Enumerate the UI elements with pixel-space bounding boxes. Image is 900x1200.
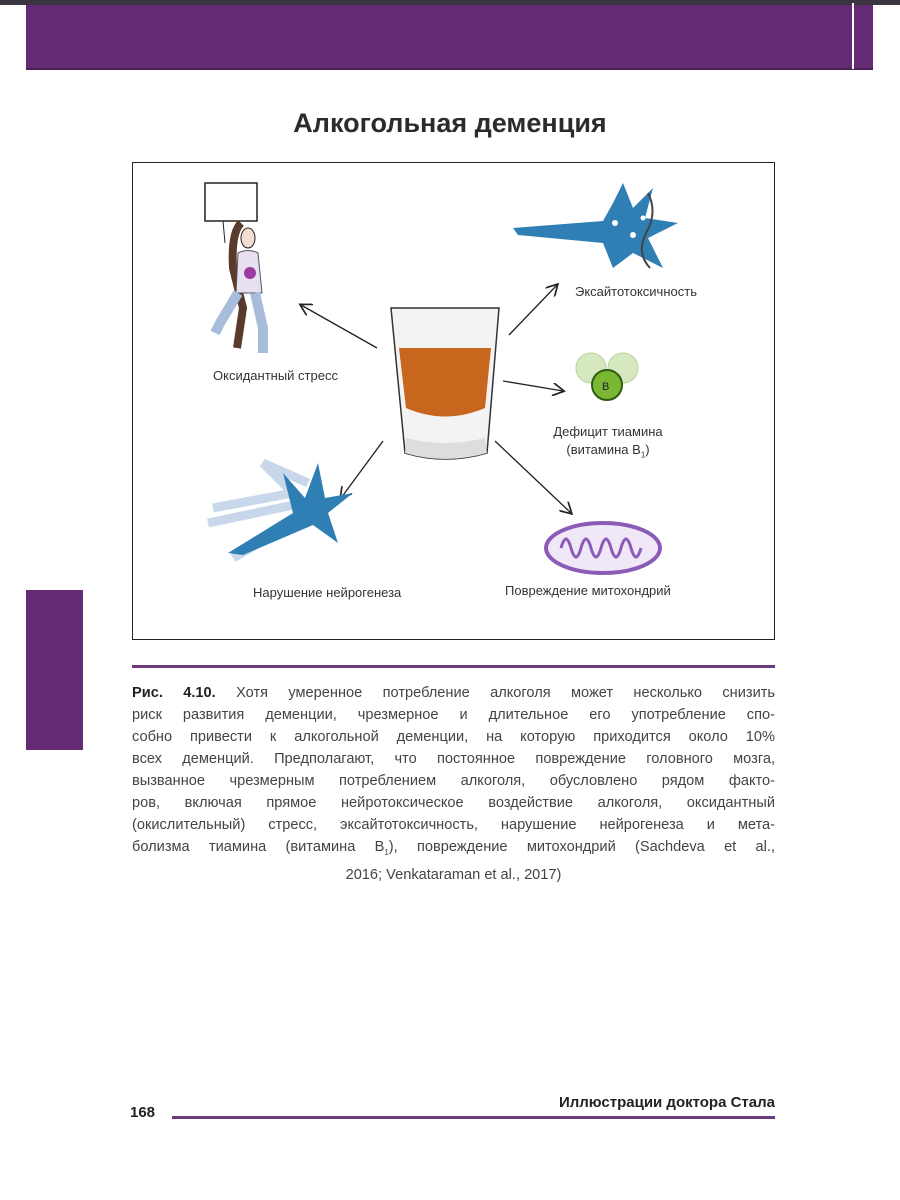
page-title: Алкогольная деменция [293, 108, 607, 138]
protest-woman-icon [204, 182, 268, 353]
label-mitochondria: Повреждение митохондрий [505, 583, 671, 598]
footer-rule [172, 1116, 775, 1119]
top-edge [0, 0, 900, 5]
shot-glass-icon [390, 307, 500, 460]
running-footer-title: Иллюстрации доктора Стала [558, 1094, 775, 1111]
header-band [26, 5, 873, 70]
neuron-excitotoxicity-icon [513, 183, 678, 269]
label-neurogenesis: Нарушение нейрогенеза [253, 585, 402, 600]
b1-badge-label: B [602, 381, 609, 393]
label-oxidative-stress: Оксидантный стресс [213, 368, 338, 383]
mitochondrion-icon [544, 521, 662, 575]
label-thiamine-deficit: Дефицит тиамина (витамина B1) [553, 424, 663, 460]
figure-illustration: B Оксидантный стресс Эксайтотоксичность … [132, 162, 775, 640]
page-number: 168 [130, 1104, 156, 1121]
figure-number: Рис. 4.10. [132, 685, 216, 701]
neuron-neurogenesis-icon [207, 458, 353, 562]
header-divider [852, 3, 854, 69]
caption-rule [132, 665, 775, 668]
label-excitotoxicity: Эксайтотоксичность [575, 284, 697, 299]
vitamin-b1-icon: B [575, 352, 639, 401]
chapter-tab [26, 590, 83, 750]
figure-caption: Рис. 4.10. Хотя умеренное потребление ал… [132, 685, 776, 883]
